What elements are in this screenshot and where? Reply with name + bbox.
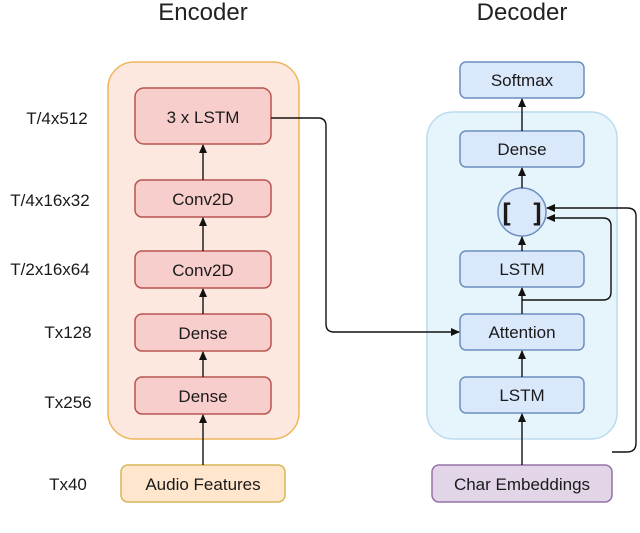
char-embeddings-label: Char Embeddings	[454, 475, 590, 494]
decoder-softmax-label: Softmax	[491, 71, 554, 90]
encoder-conv2d-bottom-label: Conv2D	[172, 261, 233, 280]
decoder-attention-label: Attention	[488, 323, 555, 342]
dim-label-dense-bottom: Tx256	[44, 393, 91, 412]
decoder-title: Decoder	[477, 0, 568, 26]
encoder-conv2d-top-label: Conv2D	[172, 190, 233, 209]
dim-label-conv2d-top: T/4x16x32	[10, 191, 89, 210]
audio-features-label: Audio Features	[145, 475, 260, 494]
decoder-lstm-bottom-label: LSTM	[499, 386, 544, 405]
arrow-embedding-to-concat	[546, 204, 637, 453]
dim-label-input: Tx40	[49, 475, 87, 494]
encoder-lstm-label: 3 x LSTM	[167, 108, 240, 127]
dim-label-dense-top: Tx128	[44, 323, 91, 342]
encoder-dense-top-label: Dense	[178, 324, 227, 343]
encoder-dense-bottom-label: Dense	[178, 387, 227, 406]
arrow-attention-to-concat	[522, 214, 612, 301]
decoder-concat-label: [ ]	[499, 199, 546, 229]
dim-label-conv2d-bottom: T/2x16x64	[10, 260, 89, 279]
arrow-encoder-to-attention	[271, 117, 460, 336]
decoder-lstm-top-label: LSTM	[499, 260, 544, 279]
decoder-dense-label: Dense	[497, 140, 546, 159]
encoder-title: Encoder	[158, 0, 247, 26]
dim-label-lstm: T/4x512	[26, 109, 87, 128]
